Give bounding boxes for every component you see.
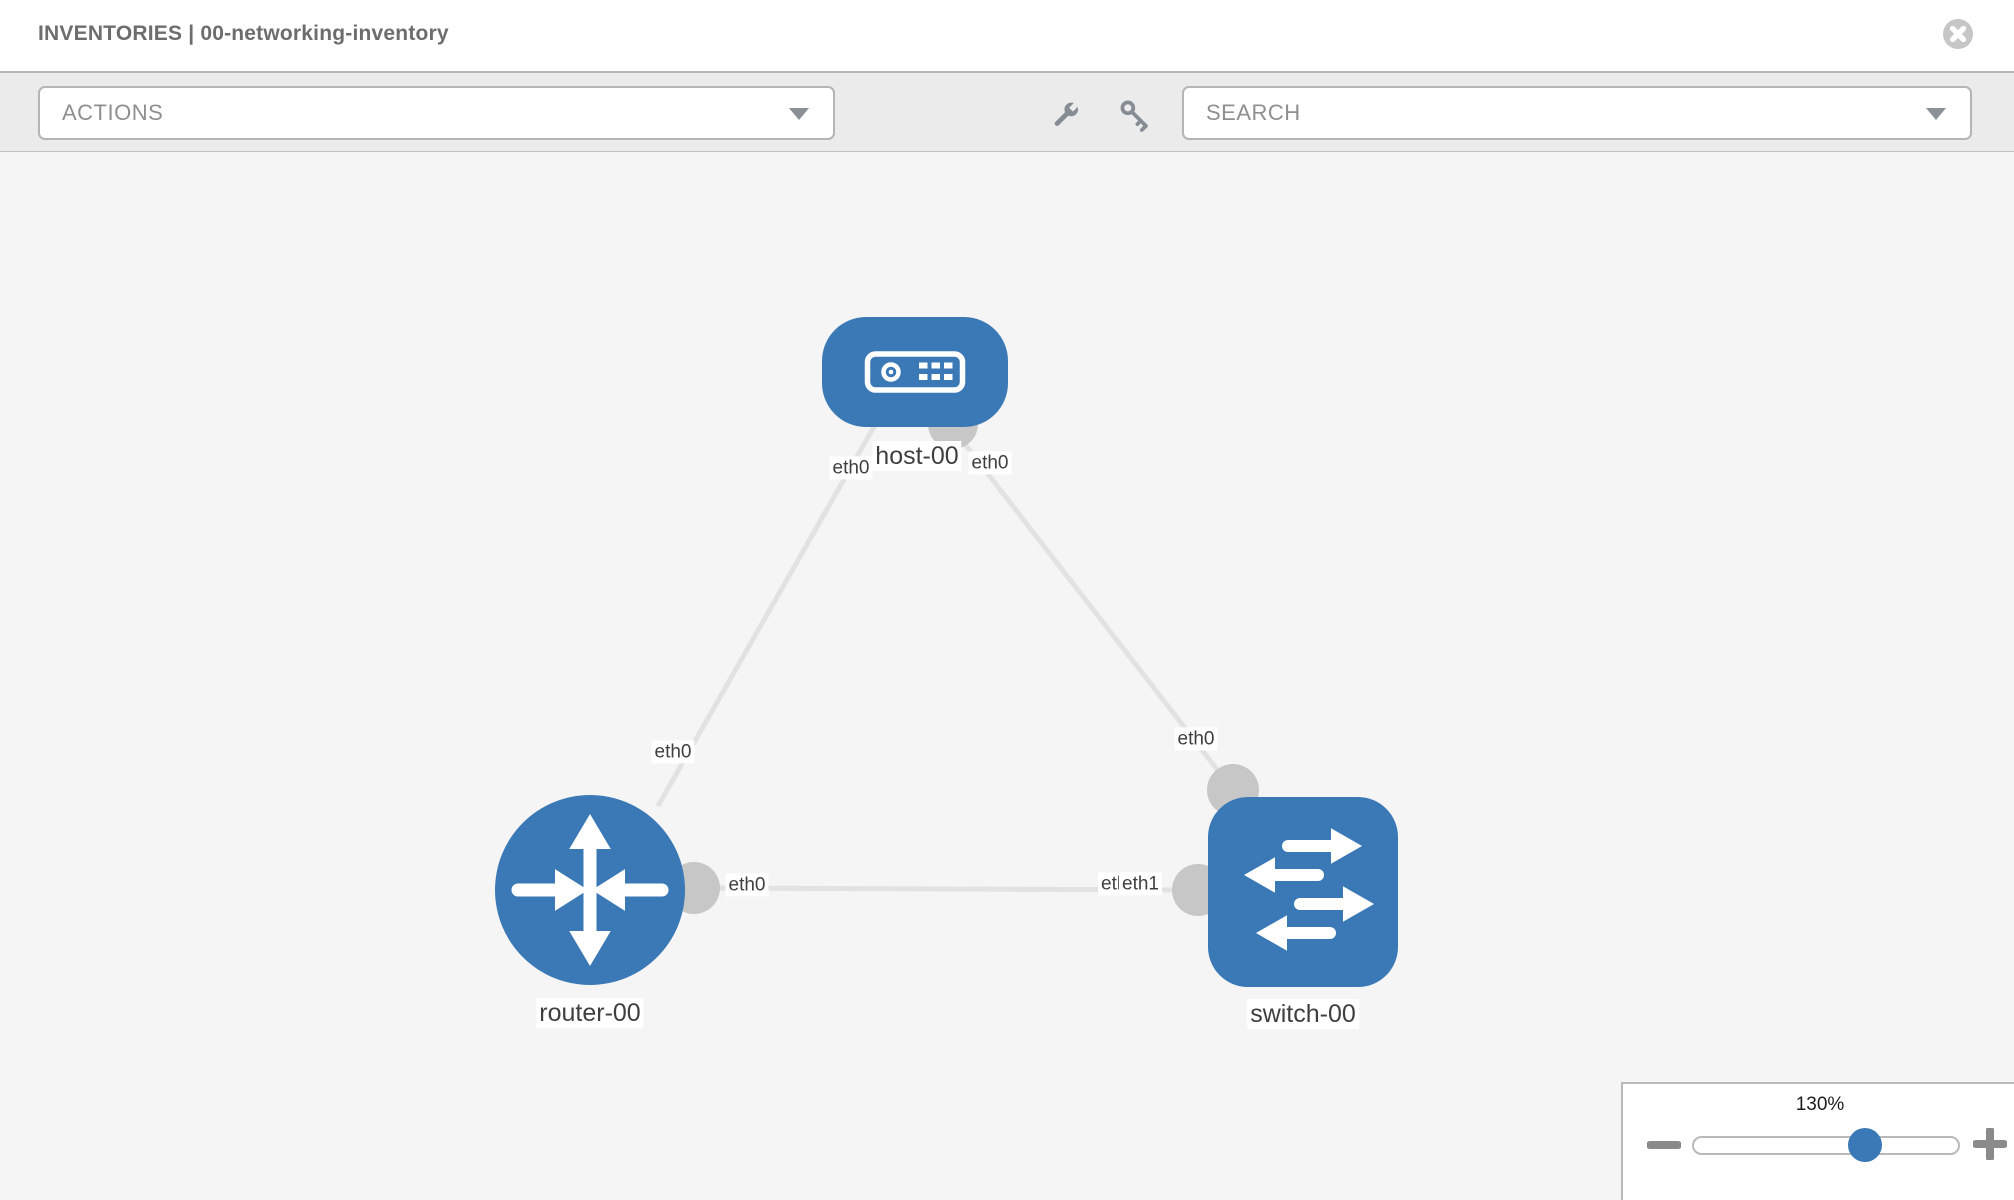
chevron-down-icon (1926, 108, 1946, 120)
interface-label: eth0 (1174, 727, 1218, 751)
node-host-00[interactable] (822, 317, 1008, 427)
zoom-out-button[interactable] (1646, 1130, 1682, 1160)
zoom-level-value: 130% (1795, 1094, 1845, 1115)
interface-label: eth0 (829, 456, 873, 480)
node-label-router: router-00 (536, 998, 644, 1028)
close-button[interactable] (1943, 19, 1973, 49)
topology-canvas[interactable]: eth0 eth0 eth0 eth0 eth0 eth0 eth1 host-… (0, 152, 2014, 1200)
chevron-down-icon (789, 108, 809, 120)
zoom-in-button[interactable] (1972, 1126, 2008, 1162)
plus-icon (1972, 1126, 2008, 1162)
wrench-icon[interactable] (1048, 98, 1082, 132)
search-dropdown[interactable]: SEARCH (1182, 86, 1972, 140)
node-label-switch: switch-00 (1247, 999, 1359, 1029)
interface-label: eth0 (651, 740, 695, 764)
node-router-00[interactable] (495, 795, 685, 985)
toolbar: ACTIONS SEARCH (0, 71, 2014, 153)
interface-label: eth1 (1119, 872, 1162, 896)
topology-graph (495, 317, 1398, 987)
zoom-control-panel: 130% (1621, 1082, 2014, 1200)
search-dropdown-label: SEARCH (1206, 100, 1301, 125)
minus-icon (1646, 1141, 1682, 1149)
switch-icon (1243, 828, 1375, 951)
actions-dropdown[interactable]: ACTIONS (38, 86, 835, 140)
interface-label: eth0 (725, 873, 769, 897)
node-label-host: host-00 (872, 441, 962, 471)
node-switch-00[interactable] (1208, 797, 1398, 987)
page-title: INVENTORIES | 00-networking-inventory (38, 22, 449, 45)
router-icon (511, 814, 669, 966)
actions-dropdown-label: ACTIONS (62, 100, 164, 125)
key-icon[interactable] (1118, 98, 1152, 132)
page-header: INVENTORIES | 00-networking-inventory (0, 0, 2014, 71)
host-icon (864, 351, 966, 393)
close-icon (1943, 19, 1973, 49)
zoom-slider-knob[interactable] (1848, 1128, 1882, 1162)
zoom-slider-track[interactable] (1692, 1136, 1960, 1155)
interface-label: eth0 (968, 451, 1012, 475)
